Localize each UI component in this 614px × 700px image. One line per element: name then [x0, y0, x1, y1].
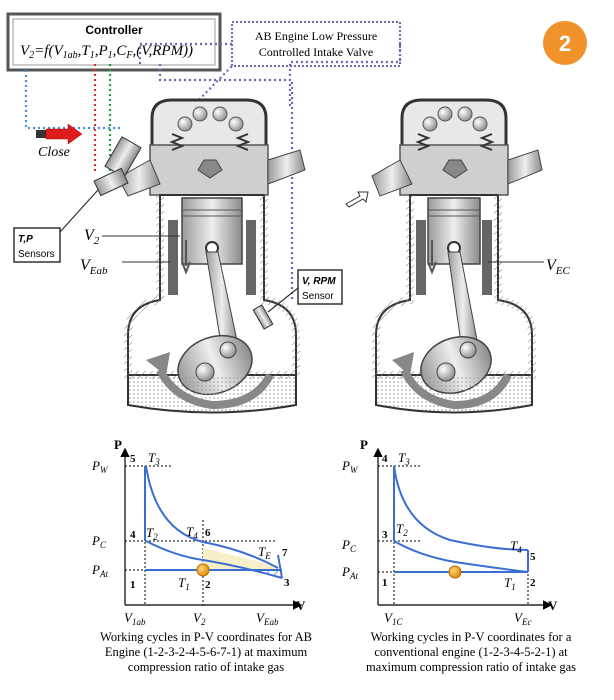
svg-text:P: P	[360, 437, 368, 452]
label-v2: V2	[84, 227, 180, 247]
svg-text:T3: T3	[148, 450, 160, 467]
label-vec: VEC	[488, 257, 571, 277]
svg-text:TE: TE	[258, 544, 271, 561]
valve-callout-line1: AB Engine Low Pressure	[255, 29, 377, 43]
svg-text:3: 3	[284, 577, 290, 589]
close-label: Close	[38, 145, 70, 160]
svg-text:4: 4	[382, 453, 388, 465]
tp-sensors-box: T,P Sensors	[13, 189, 99, 263]
svg-text:5: 5	[530, 551, 536, 563]
svg-text:Sensors: Sensors	[18, 249, 55, 260]
pv-chart-conventional-engine: P V PW PC PAt T3 T2 T4 T1 4 3 1 5 2 V1C …	[341, 437, 558, 627]
svg-text:T3: T3	[398, 450, 410, 467]
pv-right-state-point	[448, 565, 462, 579]
svg-text:2: 2	[559, 31, 571, 56]
svg-text:T2: T2	[396, 521, 408, 538]
conventional-engine	[371, 98, 543, 414]
svg-text:PW: PW	[91, 458, 109, 475]
svg-text:2: 2	[205, 579, 211, 591]
controller-formula: V2=f(V1ab,T1,P1,CF,(V,RPM))	[20, 43, 193, 61]
ab-engine	[93, 98, 306, 414]
pv-left-state-point	[196, 563, 210, 577]
svg-text:V1C: V1C	[384, 610, 403, 627]
svg-text:Sensor: Sensor	[302, 291, 334, 302]
pv-left-expansion-curve	[145, 465, 279, 569]
svg-text:4: 4	[130, 529, 136, 541]
valve-callout-line2: Controlled Intake Valve	[259, 45, 373, 59]
svg-text:V1ab: V1ab	[124, 610, 146, 627]
signal-line-purple-valve	[288, 44, 402, 108]
svg-text:VEab: VEab	[256, 610, 279, 627]
svg-text:T1: T1	[504, 575, 516, 592]
svg-text:7: 7	[282, 547, 288, 559]
svg-text:V2: V2	[84, 227, 100, 247]
svg-text:T2: T2	[146, 525, 158, 542]
svg-text:T4: T4	[510, 538, 522, 555]
svg-text:6: 6	[205, 527, 211, 539]
svg-text:T4: T4	[186, 524, 198, 541]
pv-left-caption: Working cycles in P-V coordinates for AB…	[100, 630, 312, 674]
signal-line-blue	[24, 70, 120, 130]
svg-text:VEab: VEab	[80, 257, 108, 277]
svg-text:1: 1	[382, 577, 388, 589]
pv-right-caption: Working cycles in P-V coordinates for a …	[365, 630, 577, 674]
close-arrow-icon	[36, 123, 83, 145]
svg-text:5: 5	[130, 453, 136, 465]
vrpm-sensor-box: V, RPM Sensor	[267, 269, 343, 313]
signal-line-purple-top	[138, 42, 232, 64]
svg-text:V: V	[548, 598, 558, 613]
svg-text:V, RPM: V, RPM	[302, 276, 336, 287]
figure-number-badge: 2	[543, 21, 587, 65]
signal-line-purple-left	[158, 64, 294, 300]
svg-text:2: 2	[530, 577, 536, 589]
svg-text:PAt: PAt	[91, 562, 108, 579]
svg-text:PW: PW	[341, 458, 359, 475]
pv-chart-ab-engine: P V PW PC PAt T3 T2 T4 T1 TE 5 4 1 6 2	[91, 437, 306, 627]
svg-text:PC: PC	[91, 533, 107, 550]
svg-text:PC: PC	[341, 537, 357, 554]
controller-title: Controller	[85, 23, 143, 37]
svg-text:3: 3	[382, 529, 388, 541]
pv-right-compression-curve	[393, 540, 529, 573]
svg-text:PAt: PAt	[341, 564, 358, 581]
label-veab: VEab	[80, 257, 170, 277]
signal-lines	[24, 42, 402, 300]
svg-text:1: 1	[130, 579, 136, 591]
svg-text:V: V	[296, 598, 306, 613]
controller-box: Controller V2=f(V1ab,T1,P1,CF,(V,RPM))	[6, 12, 222, 72]
svg-text:V2: V2	[193, 610, 206, 627]
pv-right-expansion-curve	[393, 465, 529, 551]
svg-text:VEC: VEC	[546, 257, 571, 277]
svg-text:P: P	[114, 437, 122, 452]
pv-left-compression-curve	[145, 540, 283, 579]
svg-text:T1: T1	[178, 575, 190, 592]
svg-text:T,P: T,P	[18, 234, 33, 245]
intake-flow-arrow-icon	[345, 191, 369, 208]
svg-text:VEc: VEc	[514, 610, 531, 627]
valve-callout: AB Engine Low Pressure Controlled Intake…	[231, 21, 401, 67]
